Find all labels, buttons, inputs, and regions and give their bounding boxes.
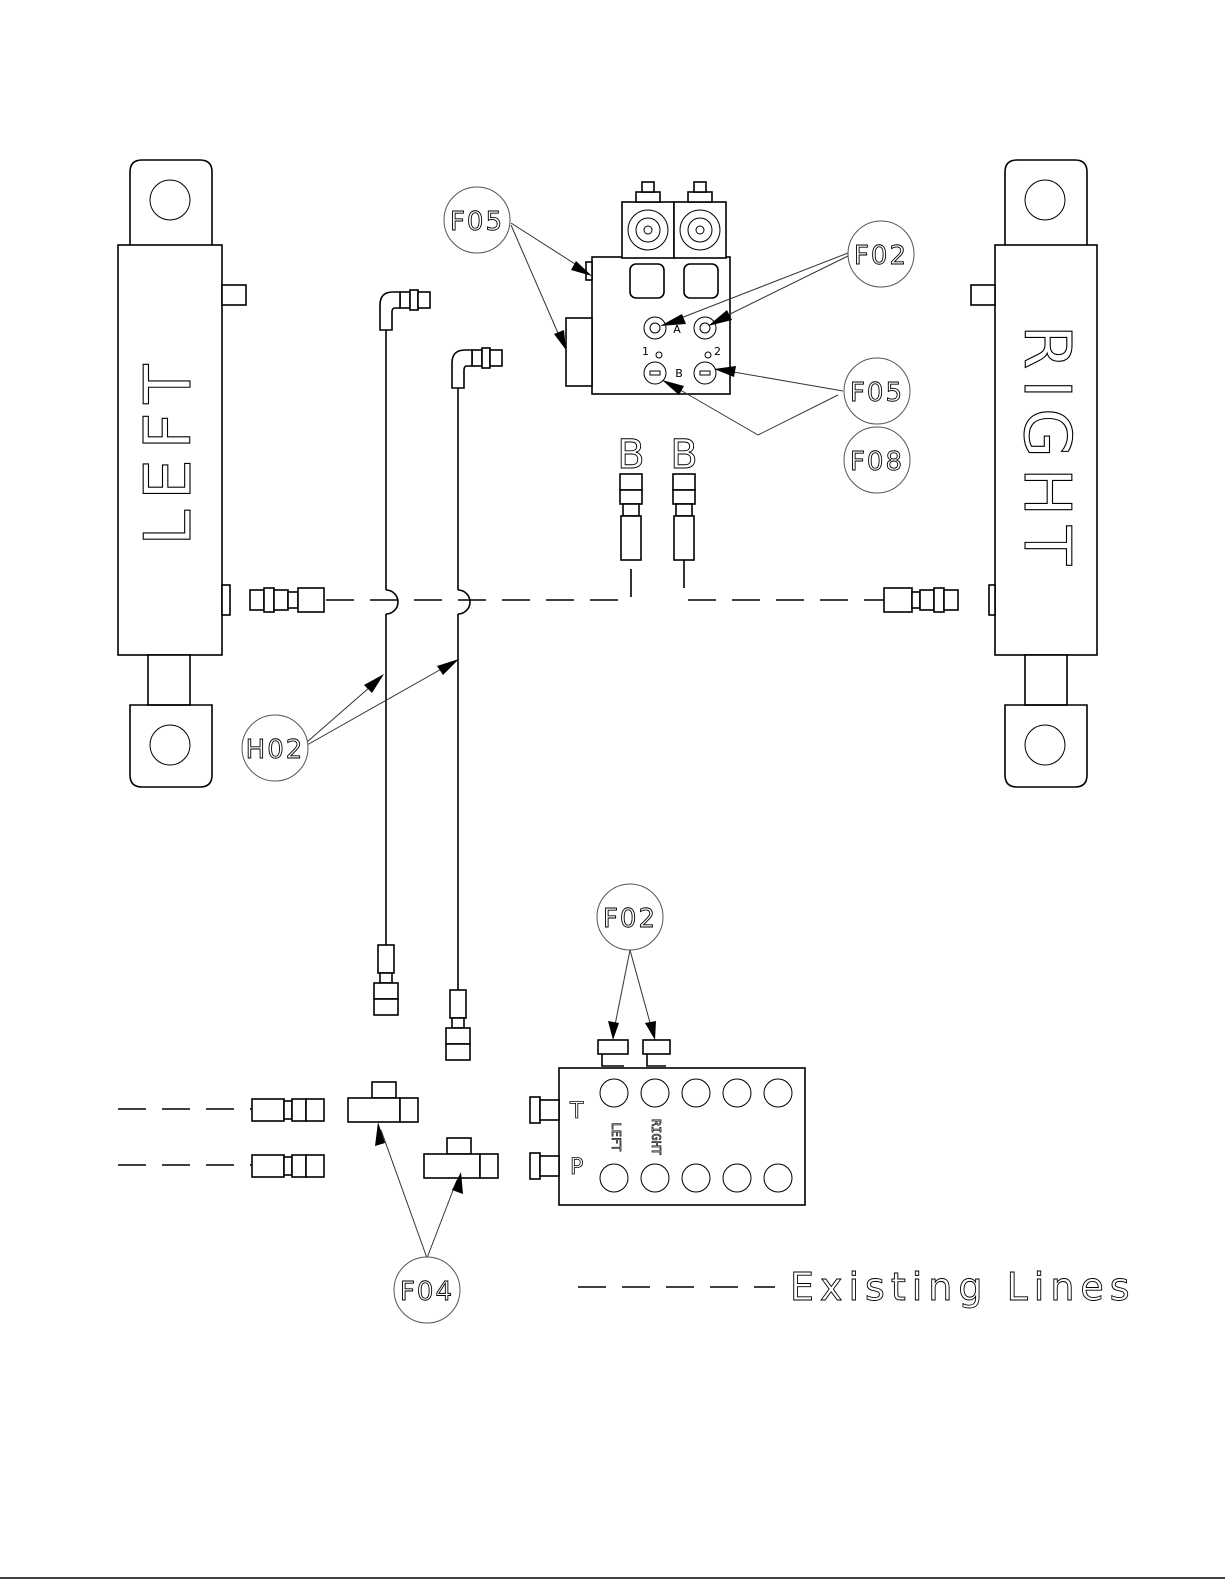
callout-f02-valve: F02 <box>848 221 914 287</box>
pressure-line-fitting <box>252 1155 324 1177</box>
hose-end-b-left: B <box>617 432 644 560</box>
tank-line-fitting <box>252 1099 324 1121</box>
right-cylinder-fitting <box>884 588 958 612</box>
existing-line-right-cylinder <box>684 560 884 600</box>
svg-text:F04: F04 <box>400 1277 454 1307</box>
callout-h02: H02 <box>242 715 308 781</box>
right-cylinder-label: RIGHT <box>1009 325 1083 575</box>
callout-f04: F04 <box>394 1257 460 1323</box>
tee-fitting-upper <box>348 1082 418 1122</box>
panel-cap-right <box>643 1040 670 1066</box>
panel-cap-left <box>598 1040 628 1066</box>
hose-h02-right <box>446 348 502 1060</box>
hose-end-b-right: B <box>670 432 697 560</box>
left-cylinder-label: LEFT <box>132 355 206 546</box>
svg-text:F05: F05 <box>850 378 904 408</box>
callout-f02-panel: F02 <box>597 884 663 950</box>
panel-port-p-label: P <box>570 1155 583 1180</box>
svg-text:F08: F08 <box>850 447 904 477</box>
callout-f05-bottom: F05 <box>844 358 910 424</box>
valve-port-b-label: B <box>675 367 683 380</box>
legend: Existing Lines <box>578 1265 1136 1309</box>
valve-block: A B 1 2 <box>566 182 730 394</box>
svg-text:H02: H02 <box>246 735 305 765</box>
left-cylinder-fitting <box>250 588 324 612</box>
callout-f05-top: F05 <box>444 187 510 253</box>
valve-port-a-label: A <box>673 323 681 336</box>
svg-text:F05: F05 <box>450 207 504 237</box>
panel-left-label: LEFT <box>609 1123 623 1152</box>
left-cylinder: LEFT <box>118 160 246 787</box>
valve-port-2-label: 2 <box>714 345 721 358</box>
hose-end-b-left-label: B <box>617 432 644 478</box>
hose-h02-left <box>374 290 430 1015</box>
control-panel: LEFT RIGHT T P <box>530 1068 805 1205</box>
hose-end-b-right-label: B <box>670 432 697 478</box>
right-cylinder: RIGHT <box>971 160 1097 787</box>
valve-port-1-label: 1 <box>642 345 649 358</box>
svg-text:F02: F02 <box>603 904 657 934</box>
legend-label: Existing Lines <box>790 1265 1136 1309</box>
panel-port-t-label: T <box>569 1099 584 1124</box>
panel-right-label: RIGHT <box>649 1119 663 1155</box>
svg-text:F02: F02 <box>854 241 908 271</box>
existing-line-left-cylinder <box>326 560 631 600</box>
callout-f08: F08 <box>844 427 910 493</box>
